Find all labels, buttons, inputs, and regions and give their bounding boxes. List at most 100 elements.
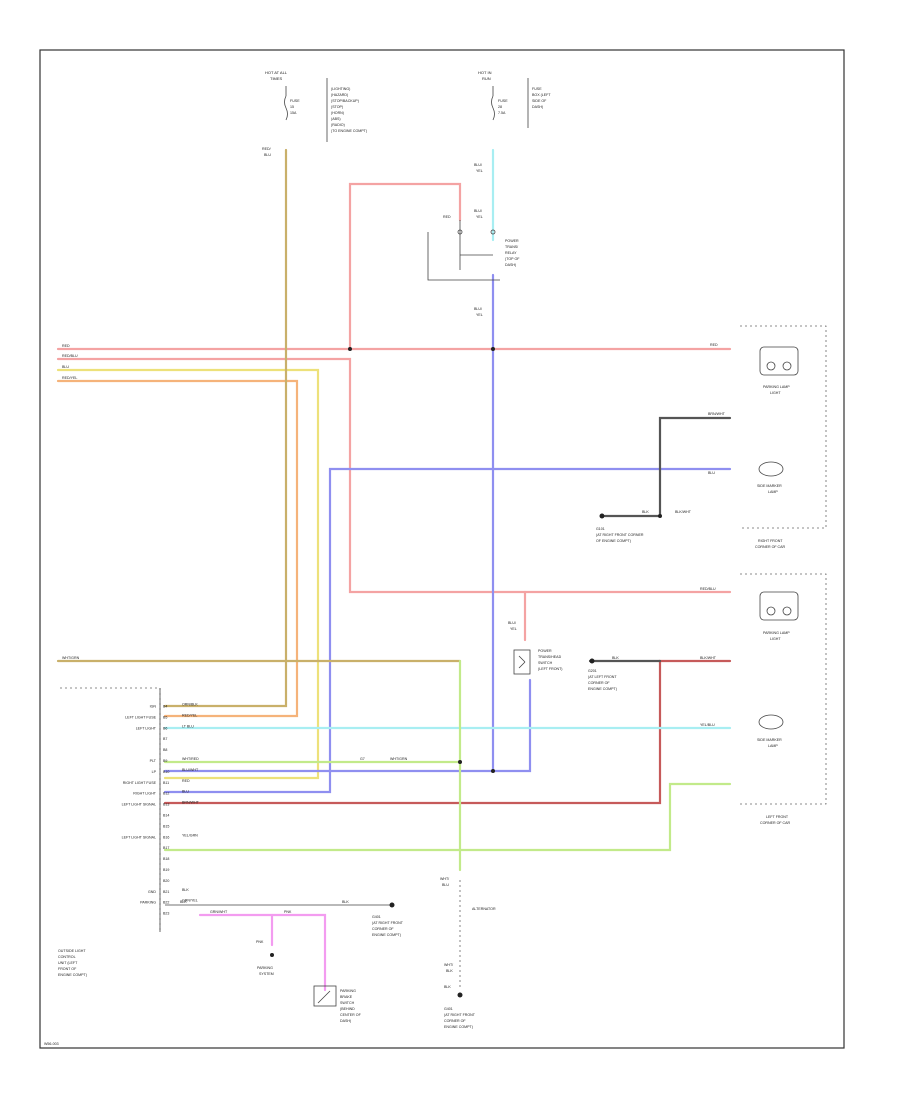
- cu-pin-wire: ORN/BLK: [182, 703, 198, 707]
- splice-green: [458, 760, 462, 764]
- cu-pin-number: B6: [163, 726, 167, 730]
- supply-left-fuse-1: FUSE: [290, 99, 300, 103]
- cu-pin-row: B20: [163, 879, 169, 883]
- lf-ground-symbol: [589, 658, 595, 664]
- brake-switch-contact: [317, 990, 331, 1004]
- rf-ground-label-2: (AT RIGHT FRONT CORNER: [596, 533, 644, 537]
- supply-right-note-1: FUSE: [532, 87, 542, 91]
- supply-right-note-3: SIDE OF: [532, 99, 547, 103]
- cu-pin-label: PLT: [150, 759, 157, 763]
- cu-pin-label: RIGHT LIGHT: [133, 792, 157, 796]
- bottom-ground-wire: BLK: [180, 900, 187, 904]
- rf-lamp2-name-1: SIDE MARKER: [757, 484, 782, 488]
- lf-relay-wire-1: BLU/: [508, 621, 516, 625]
- cu-pin-row: B18: [163, 857, 169, 861]
- supply-right-wire-c2: YEL: [476, 313, 483, 317]
- cu-pin-row: B14: [163, 814, 169, 818]
- left-wire-label-2: RED/BLU: [62, 354, 78, 358]
- cu-pin-wire: RED: [182, 779, 190, 783]
- cu-pin-row: B23: [163, 912, 169, 916]
- bottom-pnk-2: PNK: [256, 940, 264, 944]
- supply-left-note-8: (TO ENGINE COMPT): [331, 129, 367, 133]
- cu-pin-row: B15: [163, 824, 169, 828]
- lf-lamp1-name-2: LIGHT: [770, 637, 781, 641]
- cu-pin-number: B19: [163, 868, 169, 872]
- cu-mid-pin: G7: [360, 757, 365, 761]
- fuse-left-icon: [284, 95, 288, 121]
- lf-lamp2-wire: YEL/BLU: [700, 723, 715, 727]
- bottom-ground-label-3: CORNER OF: [372, 927, 394, 931]
- cu-pin-label: LEFT LIGHT SIGNAL: [122, 803, 156, 807]
- bottom-ground-wire-b: GRN/WHT: [210, 910, 228, 914]
- brake-switch-5: CENTER OF: [340, 1013, 362, 1017]
- cu-pin-wire: BLU/WHT: [182, 768, 199, 772]
- rf-lamp1-name-1: PARKING LAMP: [763, 385, 790, 389]
- parking-switch-1: PARKING: [257, 966, 273, 970]
- cu-pin-number: B17: [163, 846, 169, 850]
- supply-right-header-2: RUN: [482, 76, 491, 81]
- wire-gray-ground-right: [603, 416, 732, 518]
- bottom-ground-symbol: [389, 902, 395, 908]
- rf-ground-label-3: OF ENGINE COMPT): [596, 539, 631, 543]
- cu-top-wire: WHT/GRN: [62, 656, 80, 660]
- lf-ground-label-3: CORNER OF: [588, 681, 610, 685]
- bottom-area: BLK BLK G401 (AT RIGHT FRONT CORNER OF E…: [165, 877, 496, 1029]
- cu-pin-row: LEFT LIGHT B6 LT BLU: [136, 724, 195, 730]
- right-ground-1: G401: [444, 1007, 453, 1011]
- wire-red-up: [348, 182, 462, 351]
- cu-pin-label: PARKING: [140, 901, 156, 905]
- supply-right-red: RED: [443, 215, 451, 219]
- supply-right-wire-b2: YEL: [476, 215, 483, 219]
- supply-right-fuse-2: 28: [498, 105, 502, 109]
- diagram-footer-id: W56-003: [44, 1042, 59, 1046]
- lf-side-marker-icon: [758, 714, 784, 730]
- cu-pin-number: B8: [163, 748, 167, 752]
- cu-pin-number: B12: [163, 792, 169, 796]
- lf-relay-wire-2: YEL: [510, 627, 517, 631]
- right-ground-4: ENGINE COMPT): [444, 1025, 473, 1029]
- parking-switch-2: SYSTEM: [259, 972, 274, 976]
- alt-ground-symbol: [457, 992, 463, 998]
- cu-pin-wire: LT BLU: [182, 724, 194, 728]
- splice-relay: [658, 514, 662, 518]
- lf-caption-2: CORNER OF CAR: [760, 821, 791, 825]
- cu-pin-number: B23: [163, 912, 169, 916]
- brake-switch-4: (BEHIND: [340, 1007, 355, 1011]
- supply-left-note-6: (ABS): [331, 117, 341, 121]
- cu-pin-wire: WHT/RED: [182, 757, 199, 761]
- cu-pin-number: B20: [163, 879, 169, 883]
- cu-pin-number: B15: [163, 824, 169, 828]
- bottom-ground-label-1: G401: [372, 915, 381, 919]
- rf-caption-2: CORNER OF CAR: [755, 545, 786, 549]
- relay-label-1: POWER: [505, 239, 519, 243]
- relay-label-3: RELAY: [505, 251, 517, 255]
- lf-ground-label-1: G201: [588, 669, 597, 673]
- cu-pin-row: B7: [163, 737, 167, 741]
- wire-red-yel: [56, 379, 299, 718]
- cu-pin-number: B4: [163, 705, 167, 709]
- rf-lamp2-wire: BRN/WHT: [708, 412, 726, 416]
- cu-name-4: FRONT OF: [58, 967, 77, 971]
- supply-right-fuse-3: 7.5A: [498, 111, 506, 115]
- lf-ground-label-4: ENGINE COMPT): [588, 687, 617, 691]
- cu-pin-row: B17: [163, 846, 169, 850]
- splice-red: [348, 347, 352, 351]
- lf-relay-label-3: SWITCH: [538, 661, 553, 665]
- cu-pin-label: LEFT LIGHT: [136, 726, 157, 730]
- wire-blue-mid: [163, 467, 732, 794]
- cu-pin-label: RIGHT LIGHT FUSE: [123, 781, 157, 785]
- wire-green-bottom: [163, 782, 732, 852]
- brake-switch-1: PARKING: [340, 989, 356, 993]
- cu-pin-number: B21: [163, 890, 169, 894]
- parking-switch-icon: [270, 953, 274, 957]
- right-ground-3: CORNER OF: [444, 1019, 466, 1023]
- cu-pin-number: B5: [163, 715, 167, 719]
- supply-right-wire-b1: BLU/: [474, 209, 482, 213]
- supply-left-note-3: (STOP/BACKUP): [331, 99, 359, 103]
- ground-symbol-right: [599, 513, 605, 519]
